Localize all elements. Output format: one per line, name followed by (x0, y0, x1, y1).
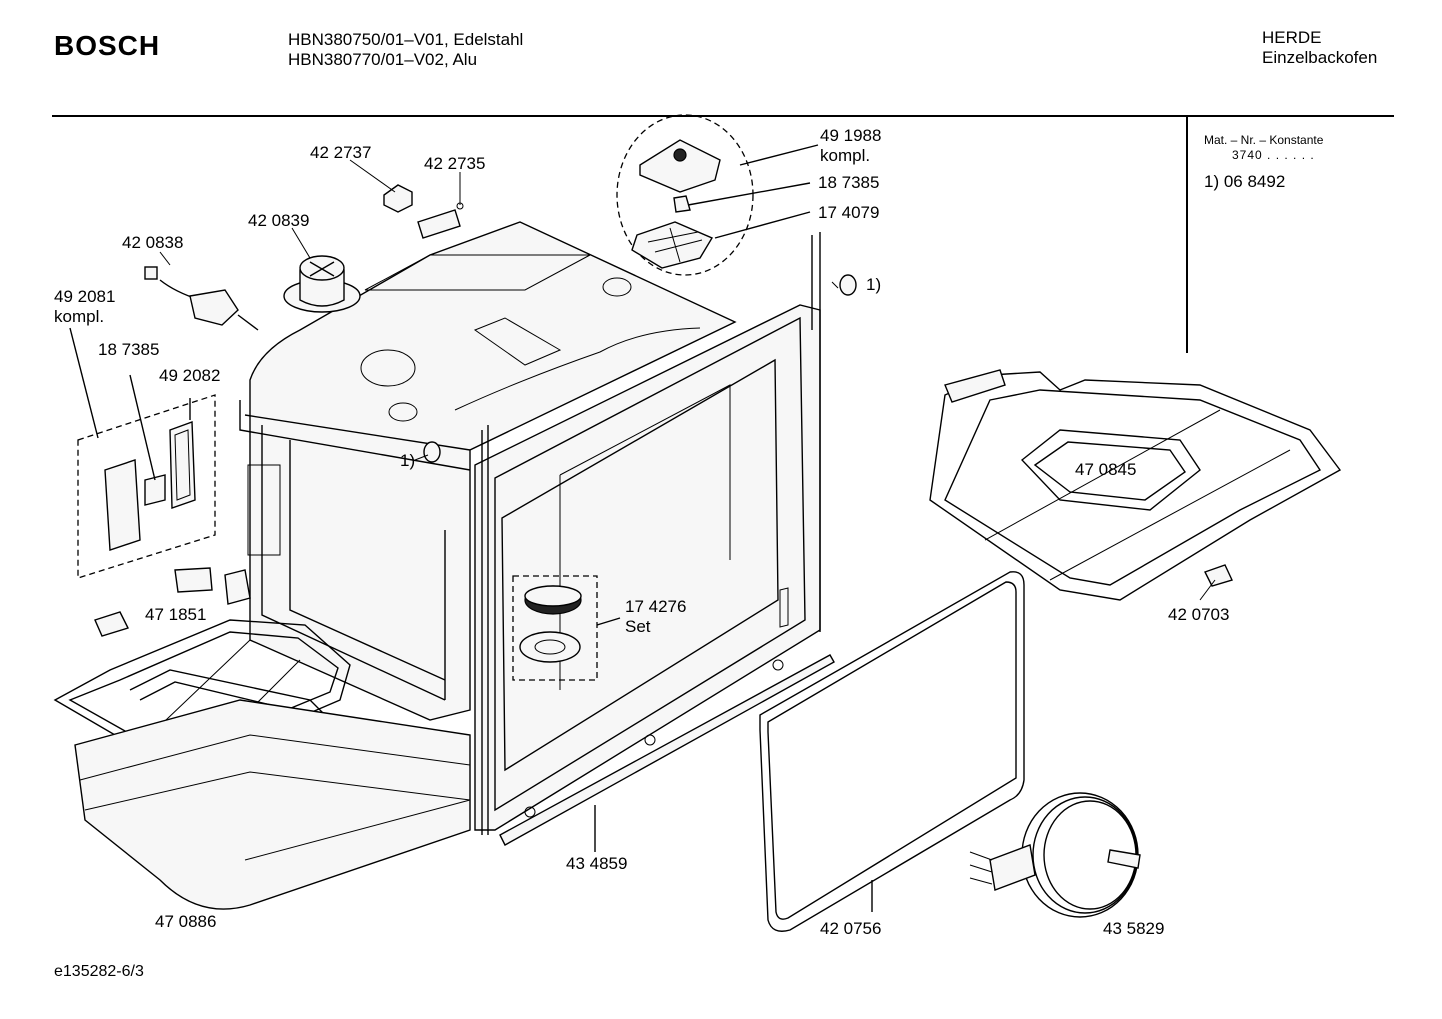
ring-heater-435829 (969, 792, 1141, 918)
lamp-assembly-492081 (69, 327, 216, 579)
brand-logo: BOSCH (54, 30, 161, 61)
part-label-420839: 42 0839 (248, 211, 310, 230)
part-label-471851: 47 1851 (145, 605, 207, 624)
mat-nr-value: 3740 . . . . . . (1232, 148, 1315, 162)
rail-434859 (499, 654, 835, 852)
fan-motor-420839 (283, 255, 361, 313)
drawing-code: e135282-6/3 (54, 963, 144, 980)
fan-cover-set-174276 (512, 575, 621, 681)
part-label-492082: 49 2082 (159, 366, 221, 385)
part-label-420838: 42 0838 (122, 233, 184, 252)
part-label-422735: 42 2735 (424, 154, 486, 173)
front-frame (474, 232, 821, 835)
part-label-492081: 49 2081 kompl. (54, 287, 116, 326)
mat-nr-label: Mat. – Nr. – Konstante (1204, 133, 1324, 147)
part-label-187385-top: 18 7385 (818, 173, 880, 192)
category-line-1: HERDE (1262, 28, 1322, 47)
part-label-420756: 42 0756 (820, 919, 882, 938)
info-box-divider (1186, 117, 1188, 353)
grill-heater-470845 (929, 369, 1342, 601)
footnote-1: 1) 06 8492 (1204, 172, 1286, 191)
insulation-470886 (74, 699, 471, 910)
door-seal-420756 (759, 571, 1025, 932)
leader-lines (159, 159, 1216, 601)
thermal-fuse-parts (383, 184, 464, 239)
cap-footnote-parts (423, 274, 857, 463)
part-label-435829: 43 5829 (1103, 919, 1165, 938)
part-label-470886: 47 0886 (155, 912, 217, 931)
part-label-ref1-top: 1) (866, 275, 882, 294)
part-label-187385-left: 18 7385 (98, 340, 160, 359)
oven-lamp-491988 (616, 114, 819, 276)
header-rule (52, 115, 1394, 117)
part-label-470845: 47 0845 (1075, 460, 1137, 479)
model-line-2: HBN380770/01–V02, Alu (288, 50, 478, 69)
oven-muffle (239, 221, 737, 721)
part-label-422737: 42 2737 (310, 143, 372, 162)
part-label-174276: 17 4276 Set (625, 597, 687, 636)
part-label-491988: 49 1988 kompl. (820, 126, 882, 165)
category-line-2: Einzelbackofen (1262, 48, 1378, 67)
part-label-ref1-mid: 1) (400, 451, 416, 470)
part-label-174079: 17 4079 (818, 203, 880, 222)
switch-420838 (144, 266, 259, 331)
part-label-420703: 42 0703 (1168, 605, 1230, 624)
part-label-434859: 43 4859 (566, 854, 628, 873)
model-line-1: HBN380750/01–V01, Edelstahl (288, 30, 524, 49)
